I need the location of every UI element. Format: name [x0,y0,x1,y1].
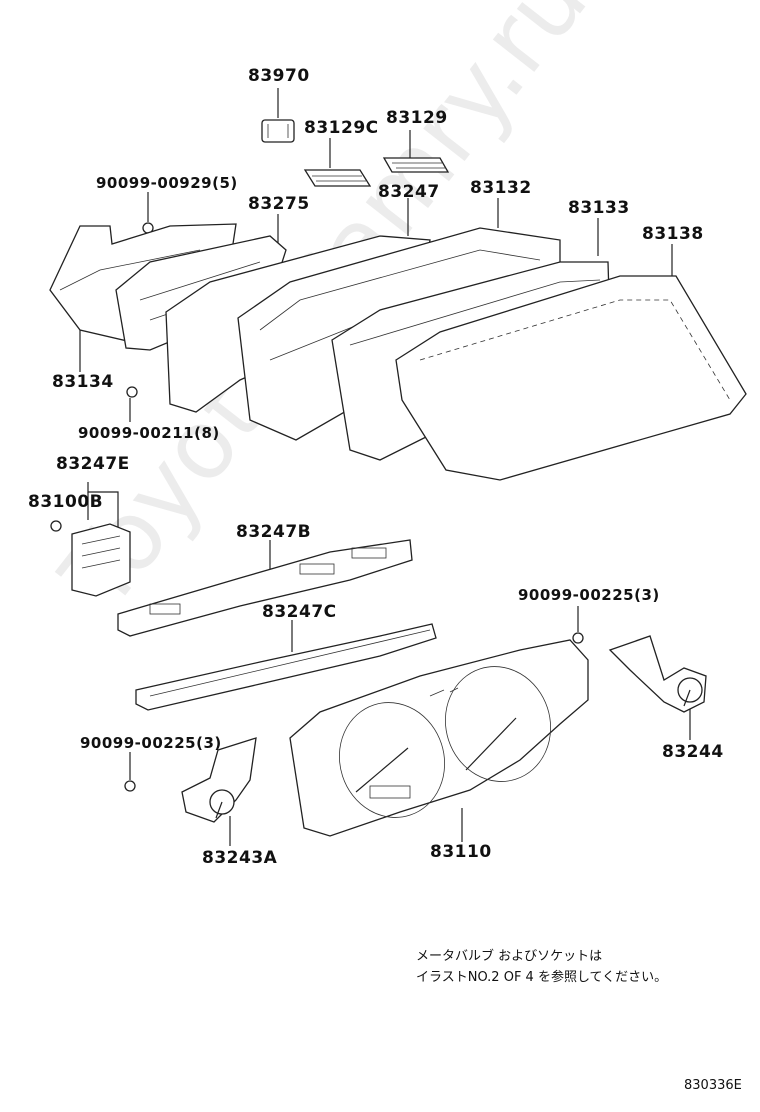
label-90099-00225-left: 90099-00225(3) [80,734,222,752]
part-83110-dial [289,639,589,837]
label-83247c: 83247C [262,602,337,622]
label-83100b: 83100B [28,492,104,512]
note-line-2: イラストNO.2 OF 4 を参照してください。 [416,970,668,985]
part-83129-contacts [303,157,450,187]
part-83244-socket [608,635,707,713]
label-90099-00929: 90099-00929(5) [96,174,238,192]
label-83275: 83275 [248,194,310,214]
label-83129: 83129 [386,108,448,128]
label-83247: 83247 [378,182,440,202]
label-90099-00211: 90099-00211(8) [78,424,220,442]
part-83100b-connector [71,523,131,597]
label-83132: 83132 [470,178,532,198]
part-83247c-strip [135,623,437,711]
label-83138: 83138 [642,224,704,244]
label-90099-00225-right: 90099-00225(3) [518,586,660,604]
label-83970: 83970 [248,66,310,86]
label-83247b: 83247B [236,522,312,542]
label-83244: 83244 [662,742,724,762]
part-83247b-strip [117,539,413,637]
part-83138-lens [395,275,747,481]
label-83243a: 83243A [202,848,278,868]
label-83129c: 83129C [304,118,379,138]
label-83247e: 83247E [56,454,130,474]
note-line-1: メータバルブ およびソケットは [416,949,603,964]
part-83243a-socket [181,737,257,823]
leader-lines [79,88,691,846]
screws [50,222,584,792]
diagram-code: 830336E [684,1078,742,1093]
label-83134: 83134 [52,372,114,392]
label-83110: 83110 [430,842,492,862]
label-83133: 83133 [568,198,630,218]
part-83970-socket [261,119,295,143]
note-text: メータバルブ およびソケットは イラストNO.2 OF 4 を参照してください。 [416,946,667,988]
